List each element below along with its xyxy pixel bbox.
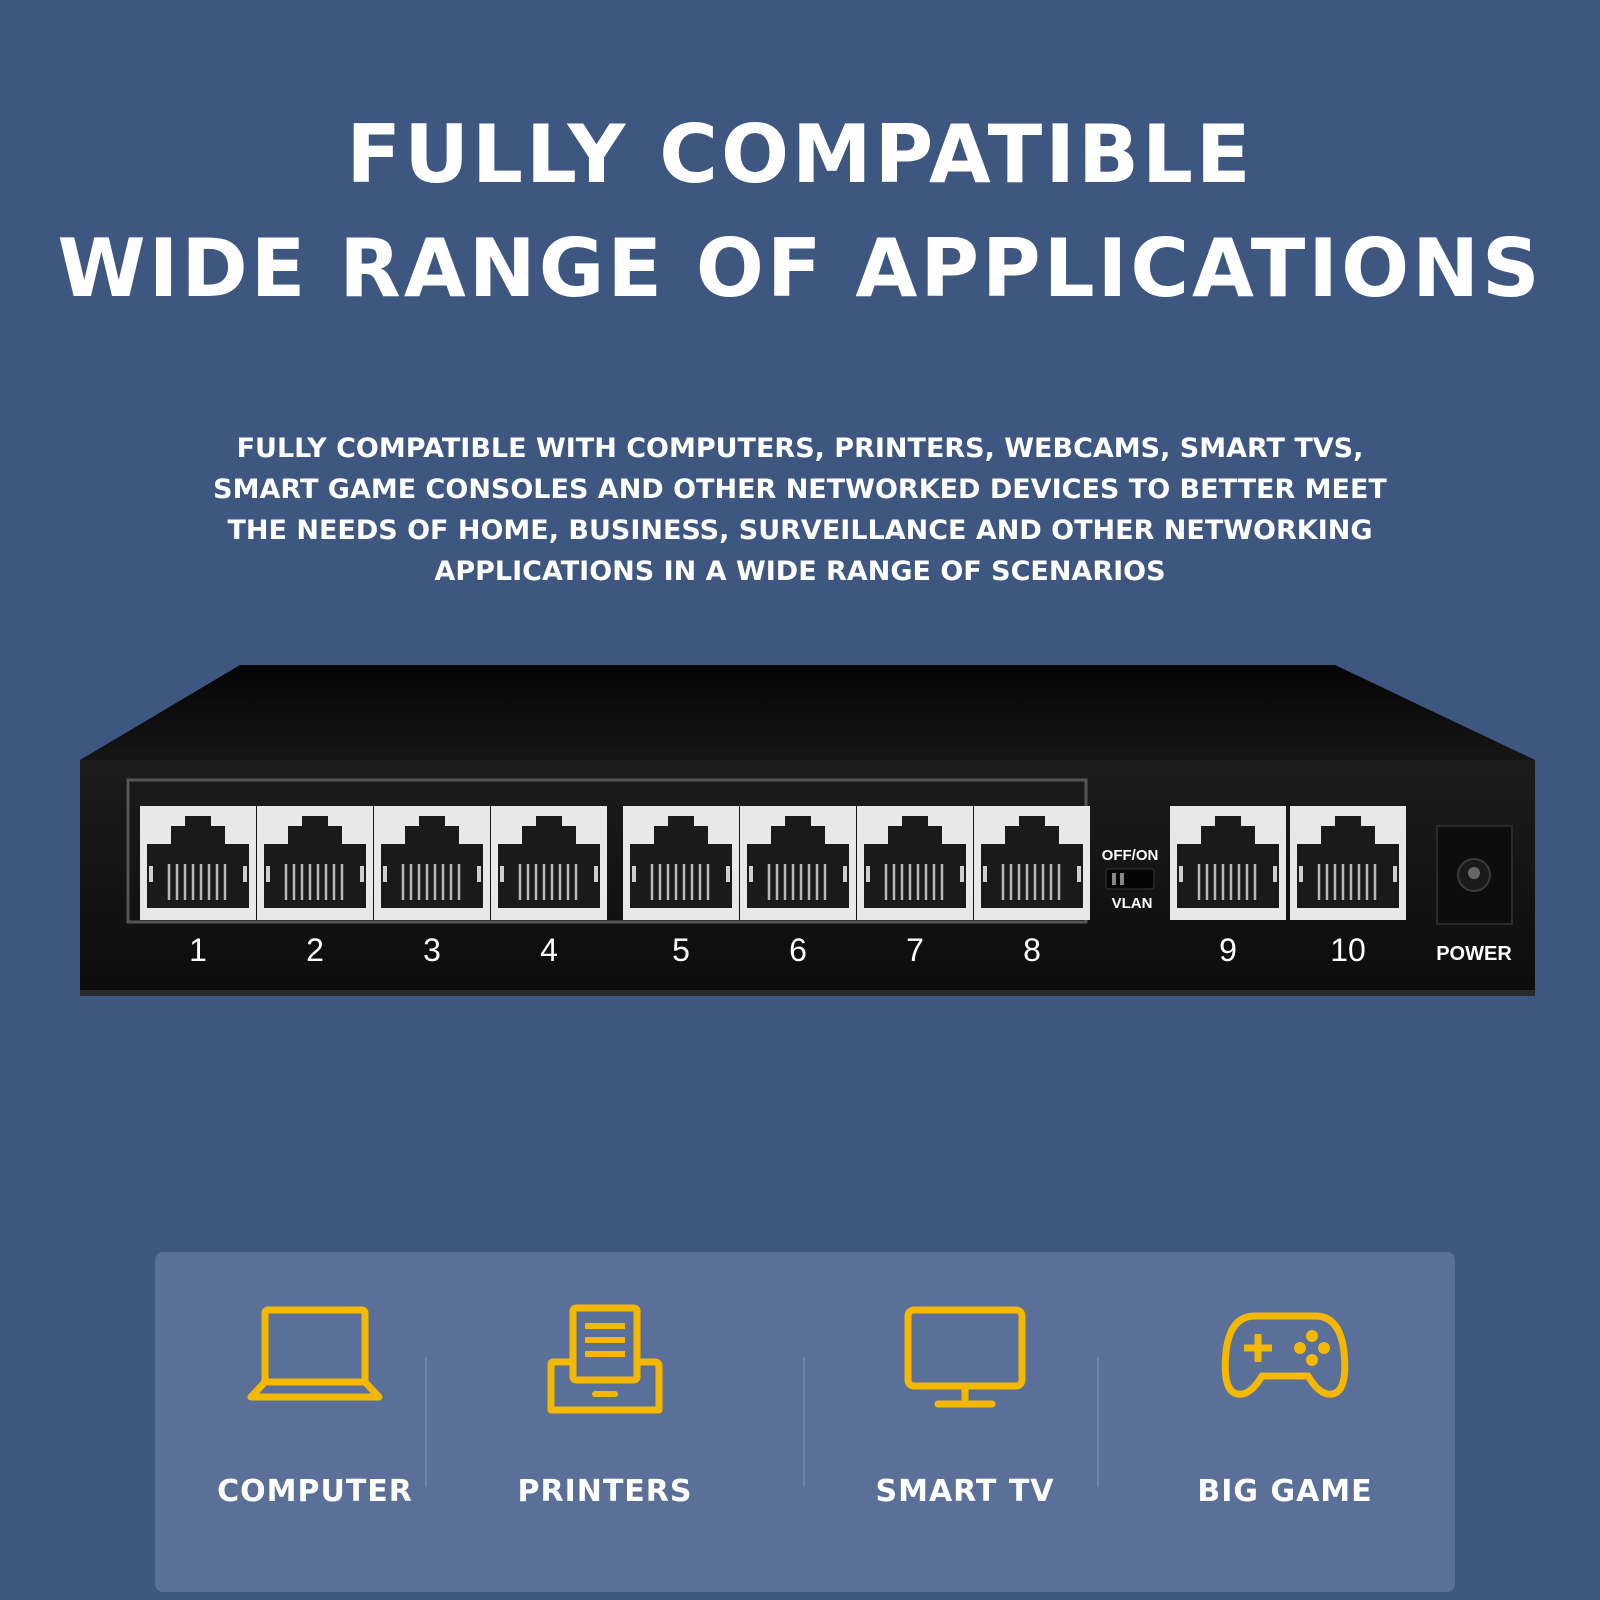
port-number-label: 3	[423, 932, 441, 968]
rj45-port[interactable]	[974, 806, 1090, 920]
device-label-big-game: BIG GAME	[1197, 1474, 1373, 1509]
vlan-bottom-label: VLAN	[1112, 895, 1153, 912]
vlan-top-label: OFF/ON	[1102, 847, 1159, 864]
rj45-port[interactable]	[1290, 806, 1406, 920]
divider	[425, 1357, 427, 1487]
port-number-label: 10	[1330, 932, 1366, 968]
rj45-port[interactable]	[140, 806, 256, 920]
device-printers: PRINTERS	[445, 1252, 765, 1592]
rj45-port[interactable]	[623, 806, 739, 920]
monitor-icon	[904, 1306, 1026, 1408]
port-number-label: 4	[540, 932, 558, 968]
headline-line-2: WIDE RANGE OF APPLICATIONS	[57, 222, 1543, 315]
uplink-port-group: 9 10	[1170, 806, 1406, 968]
port-number-label: 5	[672, 932, 690, 968]
device-label-printers: PRINTERS	[517, 1474, 693, 1509]
lan-port-group: 1 2 3 4 5 6 7 8	[140, 806, 1090, 968]
printer-icon	[547, 1304, 663, 1414]
port-number-label: 6	[789, 932, 807, 968]
device-computer: COMPUTER	[155, 1252, 475, 1592]
port-number-label: 1	[189, 932, 207, 968]
rj45-port[interactable]	[257, 806, 373, 920]
device-compat-panel: COMPUTER PRINTERS SMART TV	[155, 1252, 1455, 1592]
port-number-label: 8	[1023, 932, 1041, 968]
divider	[1097, 1357, 1099, 1487]
gamepad-icon	[1221, 1312, 1349, 1398]
rj45-port[interactable]	[857, 806, 973, 920]
description-text: FULLY COMPATIBLE WITH COMPUTERS, PRINTER…	[213, 433, 1387, 587]
device-label-smart-tv: SMART TV	[875, 1474, 1055, 1509]
power-label: POWER	[1436, 943, 1512, 965]
rj45-port[interactable]	[374, 806, 490, 920]
device-smart-tv: SMART TV	[805, 1252, 1125, 1592]
rj45-port[interactable]	[1170, 806, 1286, 920]
port-number-label: 2	[306, 932, 324, 968]
device-big-game: BIG GAME	[1125, 1252, 1445, 1592]
laptop-icon	[247, 1306, 383, 1401]
network-switch-image: 1 2 3 4 5 6 7 8 OFF/ON VLAN 9 10 POWER	[80, 665, 1535, 996]
divider	[803, 1357, 805, 1487]
rj45-port[interactable]	[740, 806, 856, 920]
vlan-toggle[interactable]	[1105, 868, 1155, 890]
device-label-computer: COMPUTER	[217, 1474, 413, 1509]
switch-top-face	[80, 665, 1535, 760]
port-number-label: 9	[1219, 932, 1237, 968]
port-number-label: 7	[906, 932, 924, 968]
rj45-port[interactable]	[491, 806, 607, 920]
headline-line-1: FULLY COMPATIBLE	[346, 108, 1254, 201]
